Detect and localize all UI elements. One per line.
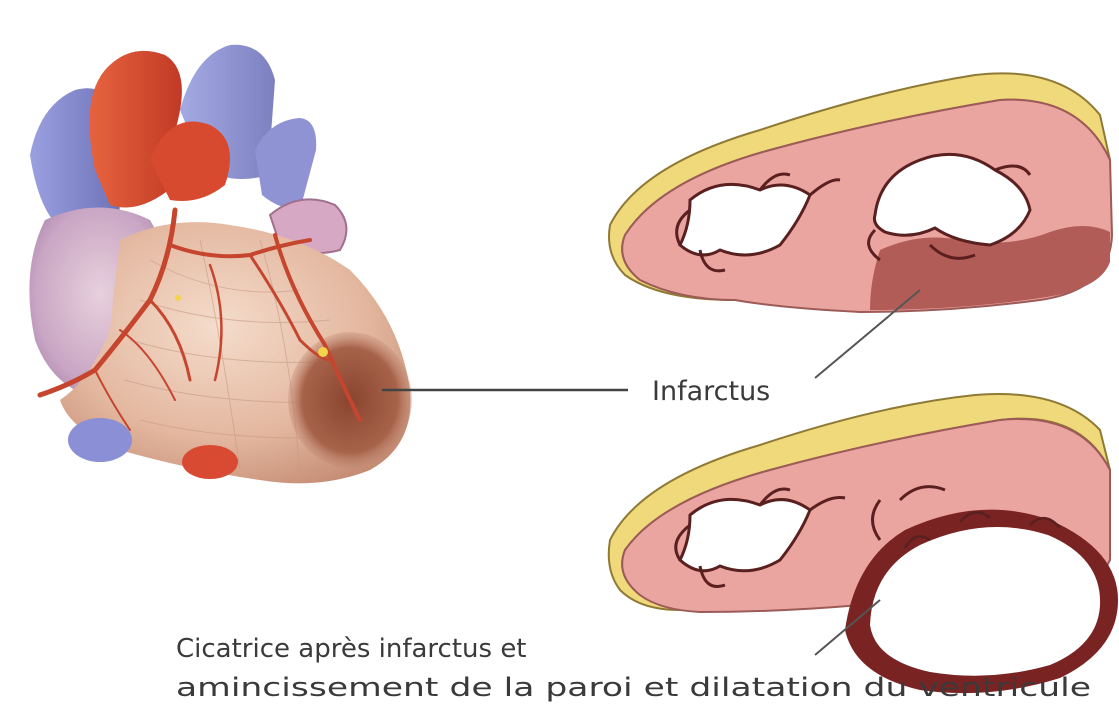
occlusion-marker-small: [175, 295, 181, 301]
heart-illustration: [29, 45, 412, 484]
cross-section-scar: [609, 394, 1118, 693]
infarct-label: Infarctus: [652, 376, 770, 407]
scar-label-line1: Cicatrice après infarctus et: [176, 634, 527, 664]
cross-section-infarct: [609, 73, 1112, 312]
scar-label-line2: amincissement de la paroi et dilatation …: [176, 673, 1091, 703]
occlusion-marker: [318, 347, 328, 357]
inferior-vena-cava: [68, 418, 132, 462]
descending-aorta-stump: [182, 445, 238, 479]
